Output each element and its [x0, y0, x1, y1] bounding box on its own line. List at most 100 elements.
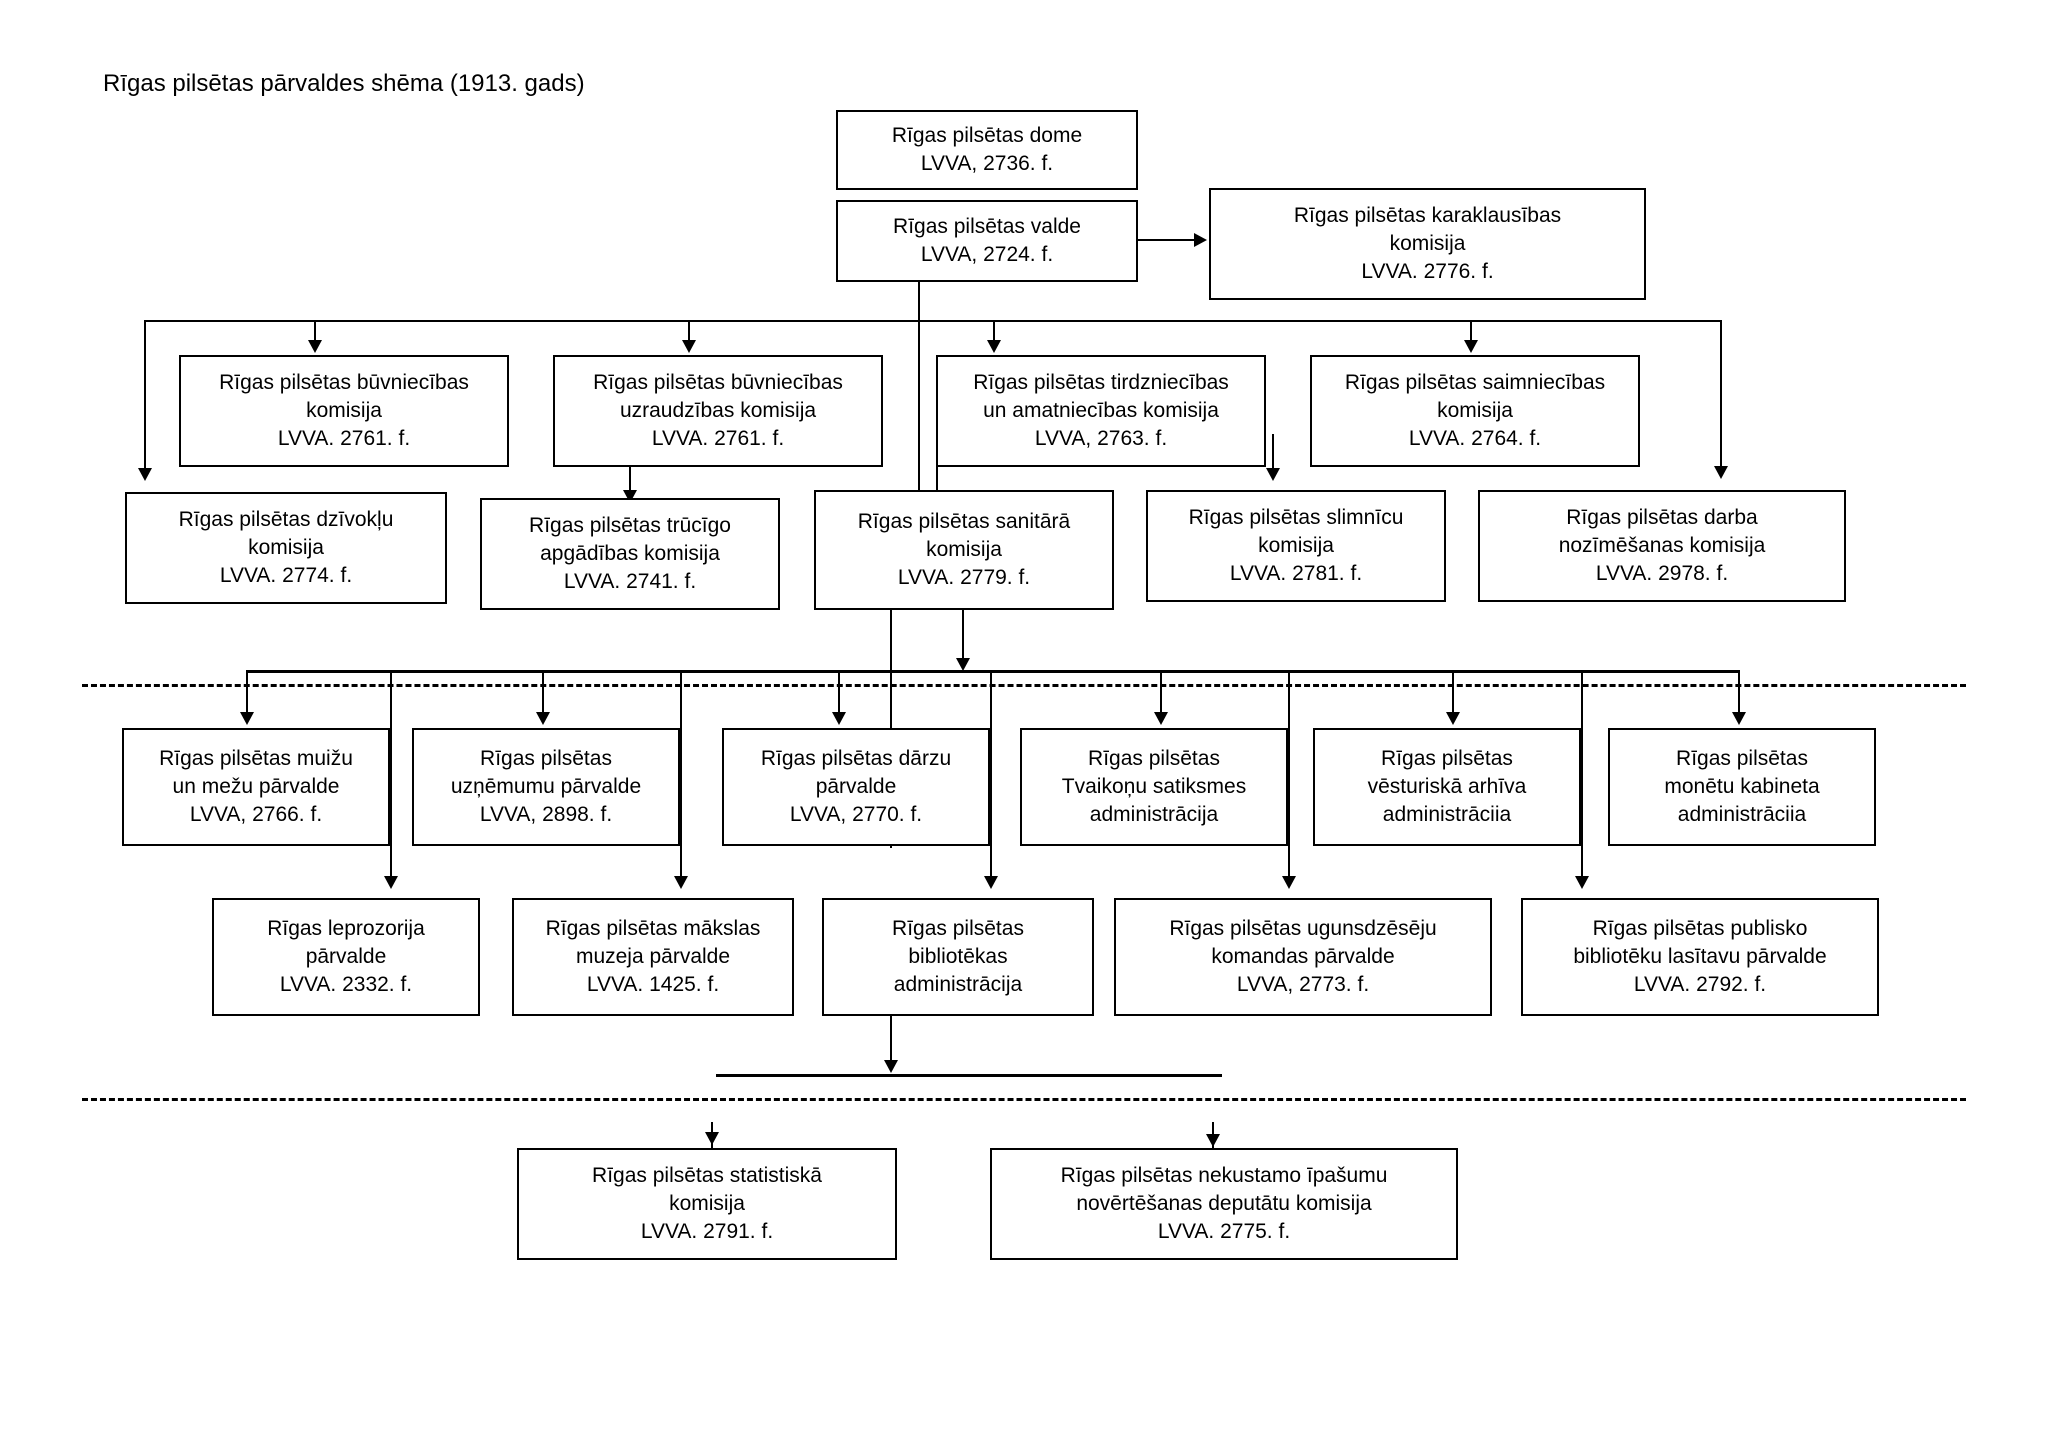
node-statistiska-komisija[interactable]: Rīgas pilsētas statistiskā komisija LVVA…	[517, 1148, 897, 1260]
node-uznemumu-parvalde[interactable]: Rīgas pilsētas uzņēmumu pārvalde LVVA, 2…	[412, 728, 680, 846]
node-makslas-muzeja-parvalde[interactable]: Rīgas pilsētas mākslas muzeja pārvalde L…	[512, 898, 794, 1016]
edge-to-uznemumu	[542, 670, 544, 715]
node-nekustamo-komisija-label: Rīgas pilsētas nekustamo īpašumu novērtē…	[1060, 1164, 1388, 1243]
edge-row2-bus	[144, 320, 1722, 322]
arrowhead-saimniecibas	[1464, 340, 1478, 353]
node-monetu-administracija-label: Rīgas pilsētas monētu kabineta administr…	[1664, 747, 1820, 826]
arrowhead-arhiva	[1446, 712, 1460, 725]
dashed-separator-top	[82, 684, 1966, 687]
arrowhead-darba	[1714, 466, 1728, 479]
arrowhead-dzivoklu	[138, 468, 152, 481]
node-sanitara-komisija[interactable]: Rīgas pilsētas sanitārā komisija LVVA. 2…	[814, 490, 1114, 610]
node-tvaikonu-administracija-label: Rīgas pilsētas Tvaikoņu satiksmes admini…	[1061, 747, 1247, 826]
bus-bottom	[716, 1074, 1222, 1077]
edge-to-buvniecibas	[314, 320, 316, 342]
node-ugunsdzeseju-parvalde[interactable]: Rīgas pilsētas ugunsdzēsēju komandas pār…	[1114, 898, 1492, 1016]
node-tvaikonu-administracija[interactable]: Rīgas pilsētas Tvaikoņu satiksmes admini…	[1020, 728, 1288, 846]
edge-to-saimniecibas	[1470, 320, 1472, 342]
edge-to-monetu	[1738, 670, 1740, 715]
node-ugunsdzeseju-parvalde-label: Rīgas pilsētas ugunsdzēsēju komandas pār…	[1169, 917, 1437, 996]
node-dzivoklu-komisija-label: Rīgas pilsētas dzīvokļu komisija LVVA. 2…	[178, 508, 394, 587]
edge-biblioteka-down	[890, 1016, 892, 1064]
arrowhead-monetu	[1732, 712, 1746, 725]
node-dome-label: Rīgas pilsētas dome LVVA, 2736. f.	[891, 124, 1083, 175]
node-monetu-administracija[interactable]: Rīgas pilsētas monētu kabineta administr…	[1608, 728, 1876, 846]
edge-sanitara-down	[962, 610, 964, 662]
edge-darzu-to-biblioteka	[990, 670, 992, 878]
edge-tirdzniecibas-to-slimnicu	[1272, 434, 1274, 472]
edge-tvaikonu-to-ugunsdzeseju	[1288, 670, 1290, 878]
edge-valde-to-karaklausibas	[1138, 239, 1196, 241]
edge-to-arhiva	[1452, 670, 1454, 715]
edge-uznemumu-to-makslas	[680, 670, 682, 878]
arrowhead-biblioteka	[984, 876, 998, 889]
arrowhead-uzraudzibas	[682, 340, 696, 353]
arrowhead-slimnicu	[1266, 468, 1280, 481]
node-dzivoklu-komisija[interactable]: Rīgas pilsētas dzīvokļu komisija LVVA. 2…	[125, 492, 447, 604]
arrowhead-muizu	[240, 712, 254, 725]
arrowhead-nekustamo	[1206, 1134, 1220, 1147]
node-statistiska-komisija-label: Rīgas pilsētas statistiskā komisija LVVA…	[592, 1164, 822, 1243]
edge-to-muizu	[246, 670, 248, 715]
node-trucigo-komisija-label: Rīgas pilsētas trūcīgo apgādības komisij…	[529, 514, 731, 593]
node-publisko-bibliotēku-parvalde-label: Rīgas pilsētas publisko bibliotēku lasīt…	[1573, 917, 1827, 996]
arrowhead-uznemumu	[536, 712, 550, 725]
bus-row4	[246, 670, 1738, 673]
arrowhead-statistiska	[705, 1132, 719, 1145]
edge-valde-long-down	[918, 282, 920, 490]
edge-to-tirdzniecibas	[993, 320, 995, 342]
node-darzu-parvalde-label: Rīgas pilsētas dārzu pārvalde LVVA, 2770…	[760, 747, 952, 826]
edge-buvniecibas-to-trucigo	[629, 467, 631, 492]
node-karaklausibas-komisija[interactable]: Rīgas pilsētas karaklausības komisija LV…	[1209, 188, 1646, 300]
node-darzu-parvalde[interactable]: Rīgas pilsētas dārzu pārvalde LVVA, 2770…	[722, 728, 990, 846]
node-arhiva-administracija-label: Rīgas pilsētas vēsturiskā arhīva adminis…	[1367, 747, 1527, 826]
edge-arhiva-to-publisko	[1581, 670, 1583, 878]
node-nekustamo-komisija[interactable]: Rīgas pilsētas nekustamo īpašumu novērtē…	[990, 1148, 1458, 1260]
arrowhead-darzu	[832, 712, 846, 725]
node-saimniecibas-komisija[interactable]: Rīgas pilsētas saimniecības komisija LVV…	[1310, 355, 1640, 467]
edge-bus-left-drop	[144, 320, 146, 470]
node-valde[interactable]: Rīgas pilsētas valde LVVA, 2724. f.	[836, 200, 1138, 282]
node-slimnicu-komisija-label: Rīgas pilsētas slimnīcu komisija LVVA. 2…	[1188, 506, 1404, 585]
node-bibliotekas-administracija[interactable]: Rīgas pilsētas bibliotēkas administrācij…	[822, 898, 1094, 1016]
dashed-separator-bottom	[82, 1098, 1966, 1101]
arrowhead-ugunsdzeseju	[1282, 876, 1296, 889]
arrowhead-tirdzniecibas	[987, 340, 1001, 353]
node-darba-komisija-label: Rīgas pilsētas darba nozīmēšanas komisij…	[1558, 506, 1766, 585]
node-saimniecibas-komisija-label: Rīgas pilsētas saimniecības komisija LVV…	[1344, 371, 1606, 450]
edge-to-darzu	[838, 670, 840, 715]
node-bibliotekas-administracija-label: Rīgas pilsētas bibliotēkas administrācij…	[892, 917, 1024, 996]
edge-muizu-to-leprozorija	[390, 670, 392, 878]
node-buvniecibas-uzraudzibas-komisija[interactable]: Rīgas pilsētas būvniecības uzraudzības k…	[553, 355, 883, 467]
arrowhead-publisko	[1575, 876, 1589, 889]
node-tirdzniecibas-komisija[interactable]: Rīgas pilsētas tirdzniecības un amatniec…	[936, 355, 1266, 467]
node-publisko-bibliotēku-parvalde[interactable]: Rīgas pilsētas publisko bibliotēku lasīt…	[1521, 898, 1879, 1016]
arrowhead-tvaikonu	[1154, 712, 1168, 725]
node-tirdzniecibas-komisija-label: Rīgas pilsētas tirdzniecības un amatniec…	[973, 371, 1229, 450]
node-leprozorija-parvalde-label: Rīgas leprozorija pārvalde LVVA. 2332. f…	[267, 917, 425, 996]
node-slimnicu-komisija[interactable]: Rīgas pilsētas slimnīcu komisija LVVA. 2…	[1146, 490, 1446, 602]
node-trucigo-komisija[interactable]: Rīgas pilsētas trūcīgo apgādības komisij…	[480, 498, 780, 610]
node-arhiva-administracija[interactable]: Rīgas pilsētas vēsturiskā arhīva adminis…	[1313, 728, 1581, 846]
arrowhead-bottom-bar	[884, 1060, 898, 1073]
node-muizu-parvalde-label: Rīgas pilsētas muižu un mežu pārvalde LV…	[159, 747, 353, 826]
arrowhead-leprozorija	[384, 876, 398, 889]
arrowhead-sanitara-bus	[956, 658, 970, 671]
node-buvniecibas-uzraudzibas-komisija-label: Rīgas pilsētas būvniecības uzraudzības k…	[593, 371, 843, 450]
node-muizu-parvalde[interactable]: Rīgas pilsētas muižu un mežu pārvalde LV…	[122, 728, 390, 846]
node-dome[interactable]: Rīgas pilsētas dome LVVA, 2736. f.	[836, 110, 1138, 190]
node-leprozorija-parvalde[interactable]: Rīgas leprozorija pārvalde LVVA. 2332. f…	[212, 898, 480, 1016]
node-buvniecibas-komisija[interactable]: Rīgas pilsētas būvniecības komisija LVVA…	[179, 355, 509, 467]
edge-to-uzraudzibas	[688, 320, 690, 342]
node-karaklausibas-komisija-label: Rīgas pilsētas karaklausības komisija LV…	[1293, 204, 1562, 283]
edge-to-tvaikonu	[1160, 670, 1162, 715]
node-uznemumu-parvalde-label: Rīgas pilsētas uzņēmumu pārvalde LVVA, 2…	[450, 747, 642, 826]
node-buvniecibas-komisija-label: Rīgas pilsētas būvniecības komisija LVVA…	[219, 371, 469, 450]
arrowhead-karaklausibas	[1194, 233, 1207, 247]
node-valde-label: Rīgas pilsētas valde LVVA, 2724. f.	[893, 215, 1081, 266]
node-makslas-muzeja-parvalde-label: Rīgas pilsētas mākslas muzeja pārvalde L…	[545, 917, 761, 996]
arrowhead-buvniecibas	[308, 340, 322, 353]
node-darba-komisija[interactable]: Rīgas pilsētas darba nozīmēšanas komisij…	[1478, 490, 1846, 602]
arrowhead-makslas	[674, 876, 688, 889]
